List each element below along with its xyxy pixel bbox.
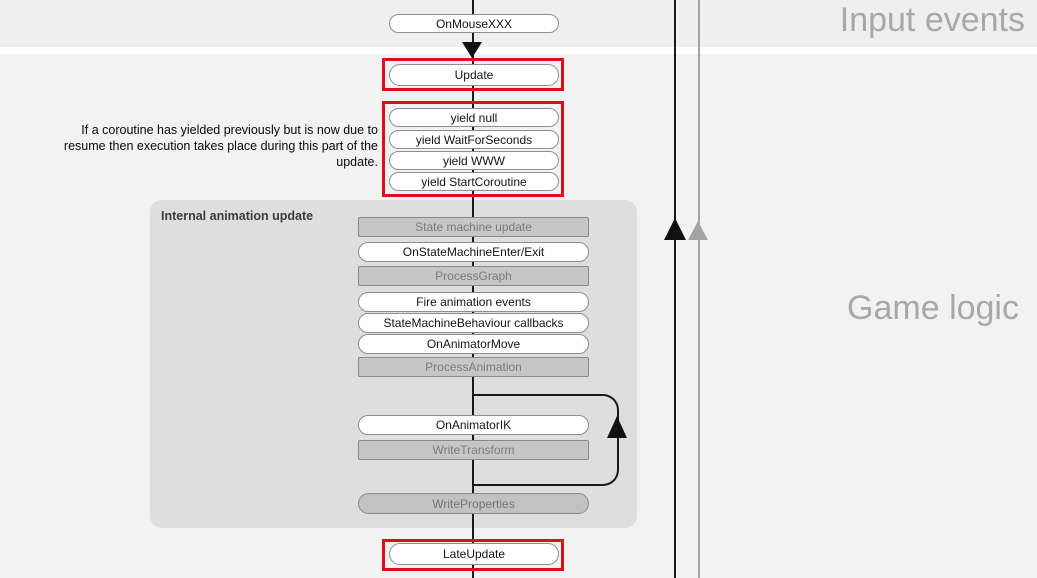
node-lateupdate: LateUpdate <box>389 543 559 565</box>
node-onanimatorik: OnAnimatorIK <box>358 415 589 435</box>
node-yield-startcoroutine: yield StartCoroutine <box>389 172 559 191</box>
highlight-yield-group <box>382 101 564 197</box>
timeline-arrow-up-gray-icon <box>688 221 708 240</box>
animation-ik-loop-connector <box>473 394 619 486</box>
coroutine-note-line: resume then execution takes place during… <box>63 139 378 153</box>
node-yield-www: yield WWW <box>389 151 559 170</box>
section-label-input-events: Input events <box>839 1 1025 39</box>
node-writetransform: WriteTransform <box>358 440 589 460</box>
node-fire-animation-events: Fire animation events <box>358 292 589 312</box>
node-yield-waitforseconds: yield WaitForSeconds <box>389 130 559 149</box>
loop-arrow-up-icon <box>607 416 627 438</box>
node-writeproperties: WriteProperties <box>358 493 589 514</box>
node-processanimation: ProcessAnimation <box>358 357 589 377</box>
flow-arrow-down-icon <box>462 42 482 58</box>
node-update: Update <box>389 64 559 86</box>
coroutine-note-line: If a coroutine has yielded previously bu… <box>81 123 378 137</box>
main-flow-line <box>472 0 474 578</box>
node-processgraph: ProcessGraph <box>358 266 589 286</box>
node-onanimatormove: OnAnimatorMove <box>358 334 589 354</box>
node-yield-null: yield null <box>389 108 559 127</box>
section-label-game-logic: Game logic <box>847 289 1019 327</box>
secondary-flow-line-black <box>674 0 676 578</box>
node-onstatemachineenterexit: OnStateMachineEnter/Exit <box>358 242 589 262</box>
highlight-update <box>382 58 564 91</box>
coroutine-note: If a coroutine has yielded previously bu… <box>30 122 378 170</box>
timeline-arrow-up-black-icon <box>664 218 686 240</box>
node-onmousexxx: OnMouseXXX <box>389 14 559 33</box>
highlight-lateupdate <box>382 539 564 571</box>
internal-animation-update-title: Internal animation update <box>161 209 314 223</box>
secondary-flow-line-gray <box>698 0 700 578</box>
node-statemachinebehaviour-callbacks: StateMachineBehaviour callbacks <box>358 313 589 333</box>
coroutine-note-line: update. <box>336 155 378 169</box>
node-state-machine-update: State machine update <box>358 217 589 237</box>
